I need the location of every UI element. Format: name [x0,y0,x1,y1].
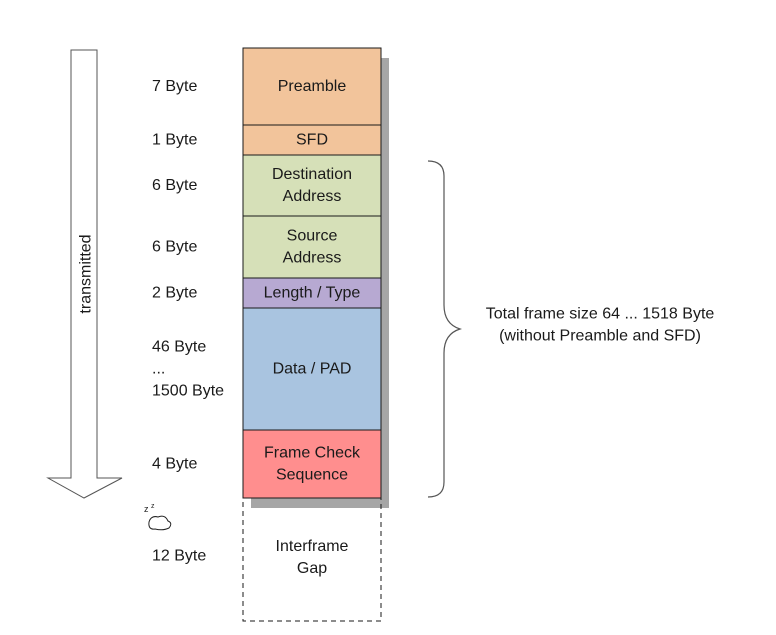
segment-destination-address-box [242,154,382,217]
svg-text:z: z [144,504,149,514]
size-source-address: 6 Byte [152,239,197,256]
segment-length-type-box [242,277,382,309]
segment-preamble-label: Preamble [278,78,347,95]
size-data-pad-line-3: 1500 Byte [152,383,224,400]
segment-sfd-label: SFD [296,132,328,149]
segment-frame-check-sequence-label-line-1: Frame Check [264,445,361,462]
segment-source-address-label-line-2: Address [283,250,342,267]
interframe-gap-label-line-2: Gap [297,560,327,577]
segment-length-type: Length / Type [242,277,382,309]
segment-preamble-box [242,47,382,126]
segment-data-pad-label: Data / PAD [273,361,352,378]
size-preamble: 7 Byte [152,78,197,95]
sleep-icon: z z [144,503,172,531]
segment-frame-check-sequence-label-line-2: Sequence [276,467,348,484]
segment-preamble: Preamble [242,47,382,126]
segment-sfd-box [242,124,382,156]
svg-text:z: z [151,503,155,510]
without-preamble-sfd-label: (without Preamble and SFD) [499,328,701,345]
segment-length-type-label: Length / Type [264,285,361,302]
frame-segments: PreambleSFDDestinationAddressSourceAddre… [242,47,382,499]
size-interframe-gap: 12 Byte [152,548,206,565]
segment-data-pad: Data / PAD [242,307,382,431]
size-frame-check-sequence: 4 Byte [152,456,197,473]
segment-destination-address-label-line-2: Address [283,188,342,205]
transmitted-arrow: transmitted [46,49,123,499]
total-frame-size-label: Total frame size 64 ... 1518 Byte [486,306,715,323]
size-destination-address: 6 Byte [152,177,197,194]
size-data-pad-line-1: 46 Byte [152,339,206,356]
size-labels: 7 Byte 1 Byte 6 Byte 6 Byte 2 Byte 46 Byte...… [152,78,224,565]
interframe-gap-label-line-1: Interframe [276,538,349,555]
segment-sfd: SFD [242,124,382,156]
size-data-pad-line-2: ... [152,361,165,378]
segment-data-pad-box [242,307,382,431]
segment-frame-check-sequence-box [242,429,382,499]
size-length-type: 2 Byte [152,285,197,302]
segment-destination-address-label-line-1: Destination [272,166,352,183]
size-sfd: 1 Byte [152,132,197,149]
transmitted-label: transmitted [78,234,95,313]
segment-source-address-box [242,215,382,279]
brace [427,160,463,498]
segment-source-address-label-line-1: Source [287,228,338,245]
